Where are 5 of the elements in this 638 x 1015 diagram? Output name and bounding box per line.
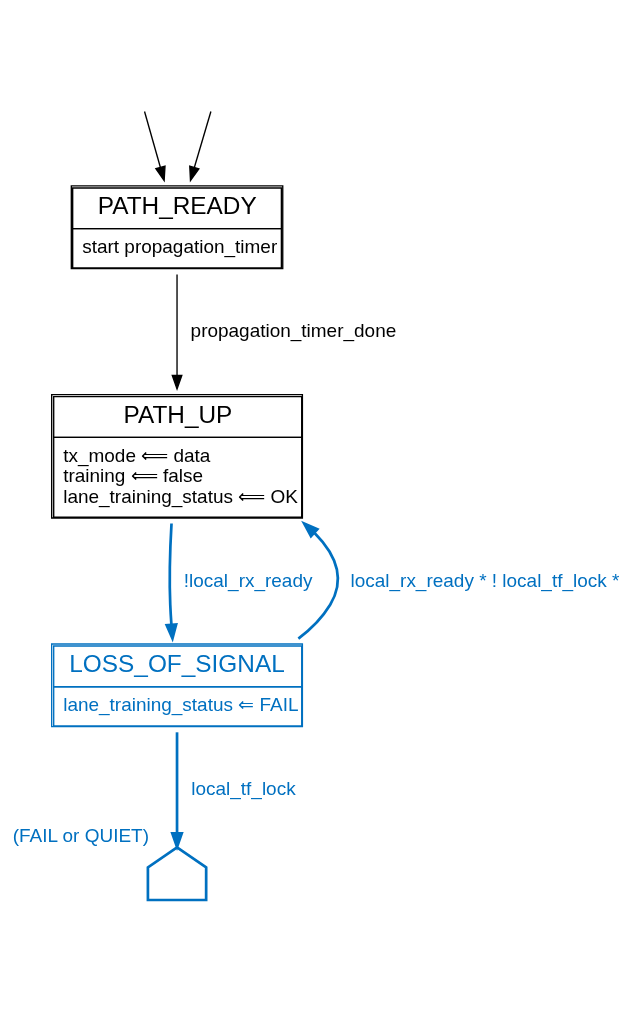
- edge-label: local_rx_ready * ! local_tf_lock *: [350, 569, 620, 591]
- edge-label: !local_rx_ready: [183, 569, 313, 591]
- edge-label: propagation_timer_done: [190, 319, 397, 341]
- node-label: (FAIL or QUIET): [12, 824, 149, 846]
- edge-label: local_tf_lock: [191, 777, 296, 799]
